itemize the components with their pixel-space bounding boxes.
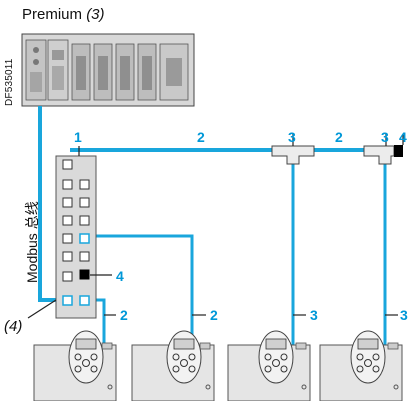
doc-code: DF535011 bbox=[4, 58, 15, 106]
drive-3 bbox=[227, 330, 311, 401]
callout-cable-top-left: 2 bbox=[197, 129, 205, 145]
cable-plc-to-hub bbox=[38, 106, 60, 302]
modbus-hub bbox=[55, 155, 97, 319]
plc-name: Premium bbox=[22, 6, 83, 23]
drive-1 bbox=[33, 330, 117, 401]
callout-drop-1: 2 bbox=[120, 307, 128, 323]
callout-drop-2: 2 bbox=[210, 307, 218, 323]
drive-2 bbox=[131, 330, 215, 401]
callout-drop-3: 3 bbox=[310, 307, 318, 323]
modbus-bus-label: Modbus 总线 bbox=[24, 201, 40, 283]
callout-hub: 1 bbox=[74, 129, 82, 145]
callout-terminator: 4 bbox=[399, 129, 407, 145]
plc-title: Premium (3) bbox=[22, 6, 105, 23]
drive-4 bbox=[319, 330, 403, 401]
hub-ref-label: (4) bbox=[4, 318, 23, 335]
premium-plc-rack bbox=[21, 33, 195, 107]
callout-hub-terminator: 4 bbox=[116, 268, 124, 284]
line-terminator bbox=[394, 145, 403, 157]
tee-connector-2 bbox=[363, 145, 395, 165]
tee-connector-1 bbox=[271, 145, 315, 165]
plc-ref: (3) bbox=[86, 6, 105, 23]
callout-tee-2: 3 bbox=[381, 129, 389, 145]
callout-cable-top-mid: 2 bbox=[335, 129, 343, 145]
leader-hub-ref bbox=[27, 299, 57, 319]
cable-drop-2 bbox=[90, 234, 194, 345]
callout-drop-4: 3 bbox=[400, 307, 408, 323]
callout-tee-1: 3 bbox=[288, 129, 296, 145]
